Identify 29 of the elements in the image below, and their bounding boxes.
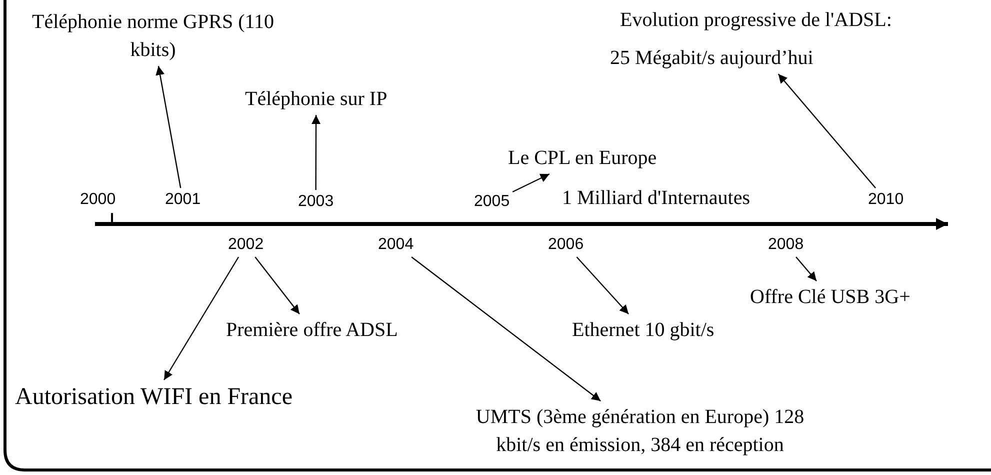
event-label: Autorisation WIFI en France: [15, 382, 292, 412]
event-label: Offre Clé USB 3G+: [750, 283, 910, 311]
arrow: [156, 66, 182, 188]
note-text: 1 Milliard d'Internautes: [562, 186, 750, 211]
arrow: [778, 74, 876, 188]
event-label: Téléphonie sur IP: [245, 85, 388, 113]
event-label: Ethernet 10 gbit/s: [572, 316, 714, 344]
arrow: [512, 173, 550, 192]
arrow: [411, 256, 601, 402]
year-label: 2010: [868, 190, 904, 210]
arrow: [312, 115, 321, 190]
event-label: UMTS (3ème génération en Europe) 128 kbit/s en émission, 384 en réception: [470, 403, 810, 459]
year-label: 2002: [228, 235, 264, 255]
year-label: 2008: [768, 235, 804, 255]
year-label: 2003: [298, 192, 334, 212]
year-label: 2004: [378, 235, 414, 255]
arrow: [254, 256, 300, 314]
arrow: [164, 256, 240, 380]
year-label: 2000: [80, 190, 116, 210]
event-label: 25 Mégabit/s aujourd’hui: [609, 46, 814, 71]
arrow: [796, 256, 817, 282]
year-label: 2005: [474, 192, 510, 212]
year-label: 2001: [165, 190, 201, 210]
event-label: Le CPL en Europe: [508, 144, 657, 172]
year-label: 2006: [548, 235, 584, 255]
event-label: Téléphonie norme GPRS (110 kbits): [28, 8, 278, 64]
arrow: [576, 256, 629, 314]
event-heading: Evolution progressive de l'ADSL:: [619, 8, 892, 33]
event-label: Première offre ADSL: [226, 316, 398, 344]
